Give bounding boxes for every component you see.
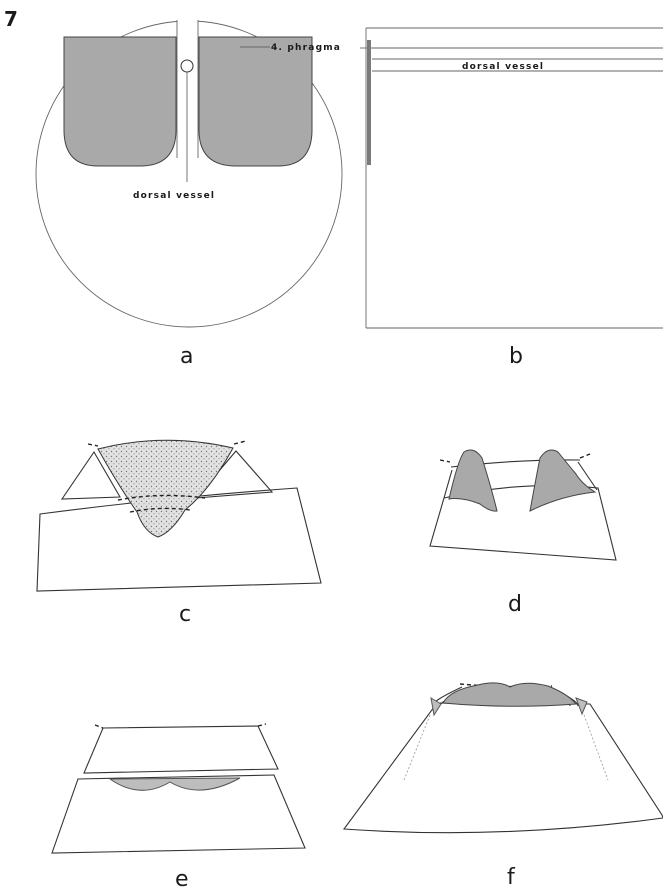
panel-label-b: b — [509, 344, 523, 369]
panel-label-c: c — [179, 602, 191, 627]
panel-d-drawing — [430, 450, 616, 560]
panel-label-e: e — [175, 867, 189, 888]
phragma-lobe-f — [443, 683, 576, 706]
phragma-edge-bar — [367, 40, 371, 165]
phragma-lobes-e — [110, 778, 240, 790]
panel-e-drawing — [52, 724, 305, 853]
dorsal-vessel-label-b: dorsal vessel — [462, 62, 544, 72]
panel-label-a: a — [180, 344, 193, 369]
phragma-label: 4. phragma — [271, 43, 341, 53]
panel-a-drawing — [36, 18, 342, 327]
dorsal-vessel-label-a: dorsal vessel — [133, 191, 215, 201]
phragma-right-lobe-d — [530, 450, 595, 511]
panel-b-drawing — [360, 28, 663, 328]
phragma-right-lobe — [199, 37, 312, 166]
phragma-left-lobe — [64, 37, 176, 166]
panel-label-d: d — [508, 592, 522, 617]
panel-f-drawing — [344, 683, 663, 833]
posterior-segment-f — [344, 703, 663, 833]
anterior-segment-e — [84, 726, 278, 773]
stippled-phragma-c — [98, 440, 233, 537]
phragma-left-lobe-d — [449, 450, 497, 511]
figure-number: 7 — [4, 7, 18, 31]
panel-c-drawing — [37, 440, 321, 591]
dorsal-vessel-circle — [181, 60, 193, 72]
panel-label-f: f — [507, 865, 516, 888]
